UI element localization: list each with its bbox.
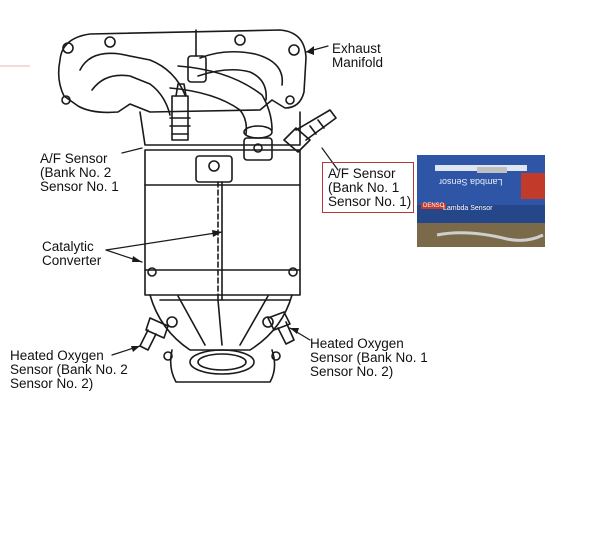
af-sensor-bank1-part [283,109,337,153]
af-sensor-bank2-part [169,83,191,141]
label-heated-o2-bank2: Heated Oxygen Sensor (Bank No. 2 Sensor … [10,348,128,391]
collector-pipe [169,87,248,135]
collector-outlet [243,125,273,139]
manifold-bolt [104,36,116,48]
leader-af-bank2 [121,147,143,154]
manifold-runner [199,50,284,86]
label-af-sensor-bank2: A/F Sensor (Bank No. 2 Sensor No. 1 [40,151,119,194]
manifold-runner [79,52,186,96]
outlet-flange [163,349,281,383]
mount-bracket [195,155,233,183]
leader-af-bank1 [321,147,339,171]
bracket-tab [243,137,273,161]
af-sensor-callout-box [322,162,414,213]
manifold-bolt [62,42,74,54]
photo-box-text-mirrored: Lambda Sensor [439,177,503,187]
manifold-bolt [288,44,300,56]
lambda-sensor-photo: Lambda Sensor DENSO Lambda Sensor [417,155,545,247]
pipe-clamp [187,55,207,83]
manifold-runner [91,74,171,116]
exhaust-manifold [57,29,307,139]
manifold-bolt [234,34,246,46]
heated-o2-bank1-part [262,311,295,345]
photo-box-text: Lambda Sensor [443,205,493,212]
leader-catalytic-1 [105,231,223,251]
photo-brand-text: DENSO [421,203,447,209]
arrowheads [131,46,314,352]
manifold-bolt [285,95,295,105]
collector-pipe [177,65,273,131]
label-catalytic-converter: Catalytic Converter [42,239,102,268]
heated-o2-bank2-part [139,316,178,351]
converter-shell [144,149,301,296]
heat-shield [139,111,301,183]
label-exhaust-manifold: Exhaust Manifold [332,41,384,70]
label-af-sensor-bank1: A/F Sensor (Bank No. 1 Sensor No. 1) [328,166,412,209]
manifold-bolt [61,95,71,105]
label-heated-o2-bank1: Heated Oxygen Sensor (Bank No. 1 Sensor … [310,336,428,379]
manifold-flange [57,29,307,114]
